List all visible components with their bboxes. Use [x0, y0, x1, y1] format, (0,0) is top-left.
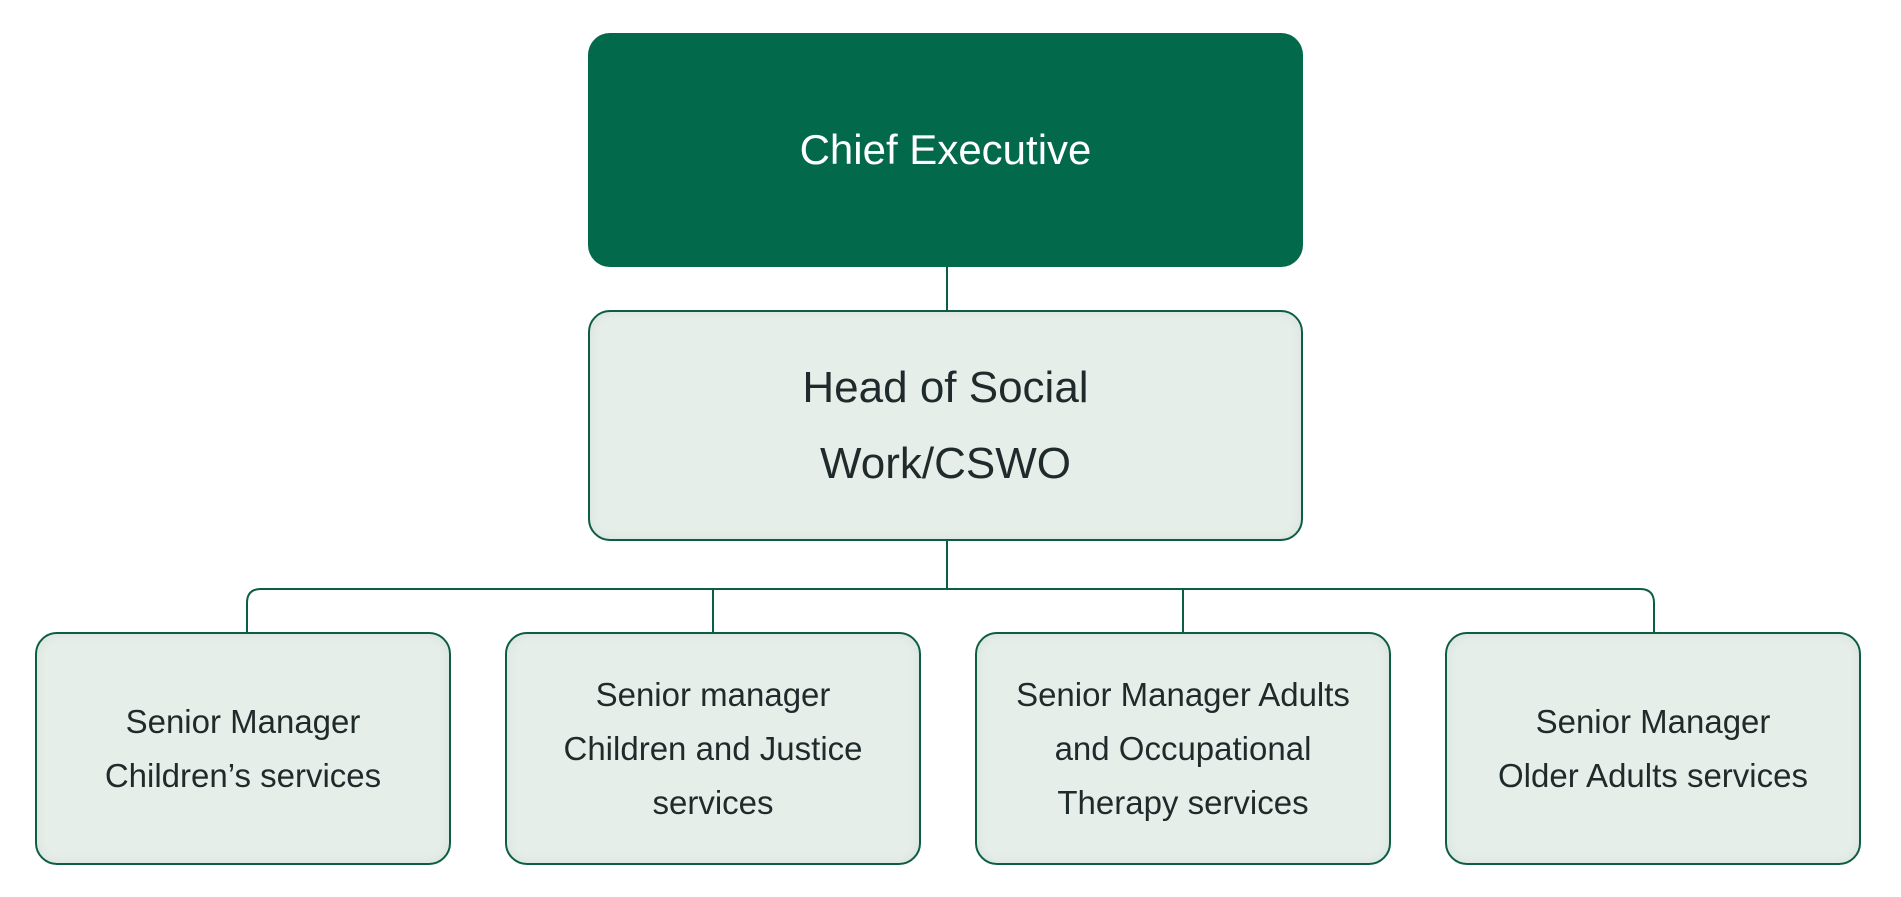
senior-manager-older-adults-node: Senior Manager Older Adults services [1445, 632, 1861, 865]
senior-manager-children-justice-node: Senior manager Children and Justice serv… [505, 632, 921, 865]
senior-manager-childrens-node: Senior Manager Children’s services [35, 632, 451, 865]
senior-manager-label: Senior Manager Older Adults services [1498, 702, 1808, 794]
senior-manager-label: Senior Manager Children’s services [104, 702, 382, 794]
senior-manager-label: Senior manager Children and Justice serv… [563, 675, 863, 821]
connector-bus [246, 588, 1655, 632]
head-of-social-work-node: Head of Social Work/CSWO [588, 310, 1303, 541]
chief-executive-node: Chief Executive [588, 33, 1303, 267]
head-of-social-work-label: Head of Social Work/CSWO [802, 362, 1089, 488]
senior-manager-adults-ot-node: Senior Manager Adults and Occupational T… [975, 632, 1391, 865]
chief-executive-label: Chief Executive [799, 126, 1092, 173]
senior-manager-label: Senior Manager Adults and Occupational T… [1016, 675, 1350, 821]
